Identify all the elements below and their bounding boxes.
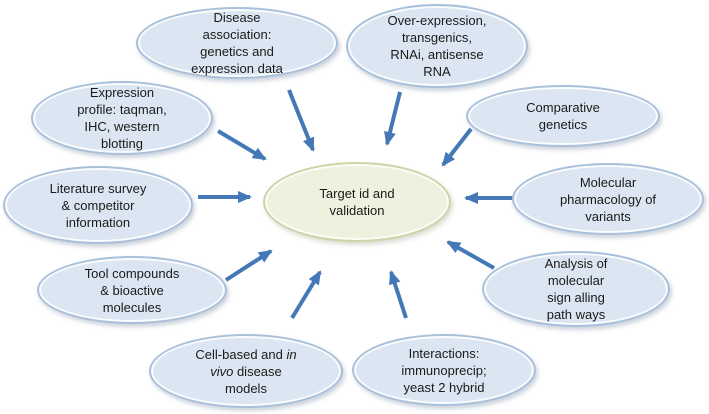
arrow-analysis-to-center [446,240,495,270]
node-interactions: Interactions:immunoprecip;yeast 2 hybrid [352,334,536,406]
arrow-tool-compounds-to-center [224,249,273,282]
arrow-cell-based-to-center [290,270,322,320]
arrow-overexpression-to-center [384,91,402,146]
arrow-expression-profile-to-center [216,129,267,161]
arrow-comparative-to-center [441,127,473,167]
arrow-interactions-to-center [389,270,408,319]
node-interactions-label: Interactions:immunoprecip;yeast 2 hybrid [401,345,487,395]
arrow-disease-to-center [287,89,315,152]
node-over-expression: Over-expression,transgenics,RNAi, antise… [346,4,528,88]
node-over-expression-label: Over-expression,transgenics,RNAi, antise… [387,13,487,79]
